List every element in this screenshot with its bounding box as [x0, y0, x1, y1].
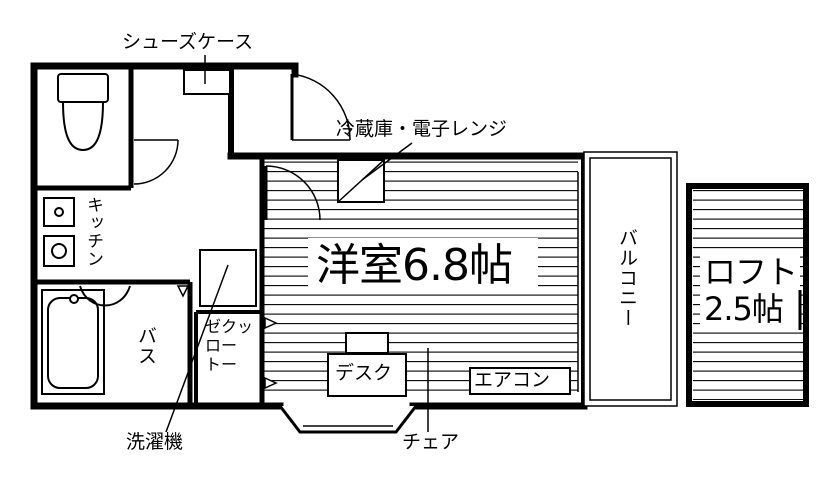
air-conditioner-label: エアコン	[474, 369, 551, 391]
air-conditioner	[469, 367, 571, 395]
loft-label: ロフト	[704, 253, 798, 291]
kitchen-fixtures	[43, 197, 75, 267]
kitchen-label: キッチン	[83, 196, 103, 268]
bathtub	[41, 285, 131, 395]
fridge-microwave-label: 冷蔵庫・電子レンジ	[336, 118, 508, 140]
shoe-case-label: シューズケース	[122, 31, 254, 53]
interior-walls	[34, 66, 265, 406]
balcony	[583, 151, 678, 407]
washing-machine-label: 洗濯機	[126, 431, 184, 453]
loft-size-label: 2.5帖	[704, 290, 784, 328]
desk-label: デスク	[335, 362, 393, 384]
western-room-label: 洋室6.8帖	[316, 240, 513, 291]
bay-window	[278, 405, 418, 434]
callout-leaders	[165, 55, 429, 433]
desk	[327, 353, 407, 397]
toilet	[57, 73, 109, 152]
shoe-case	[183, 69, 231, 95]
closet-door-markers	[176, 285, 278, 390]
bath-label: バス	[135, 326, 157, 366]
washing-machine	[199, 249, 257, 307]
desk-chair-back	[345, 332, 389, 354]
loft-walls	[686, 183, 809, 407]
chair-label: チェア	[402, 431, 460, 453]
closet-label: ゼクッロー トー	[205, 317, 254, 374]
balcony-label: バルコニー	[616, 228, 638, 328]
doors	[133, 73, 351, 221]
